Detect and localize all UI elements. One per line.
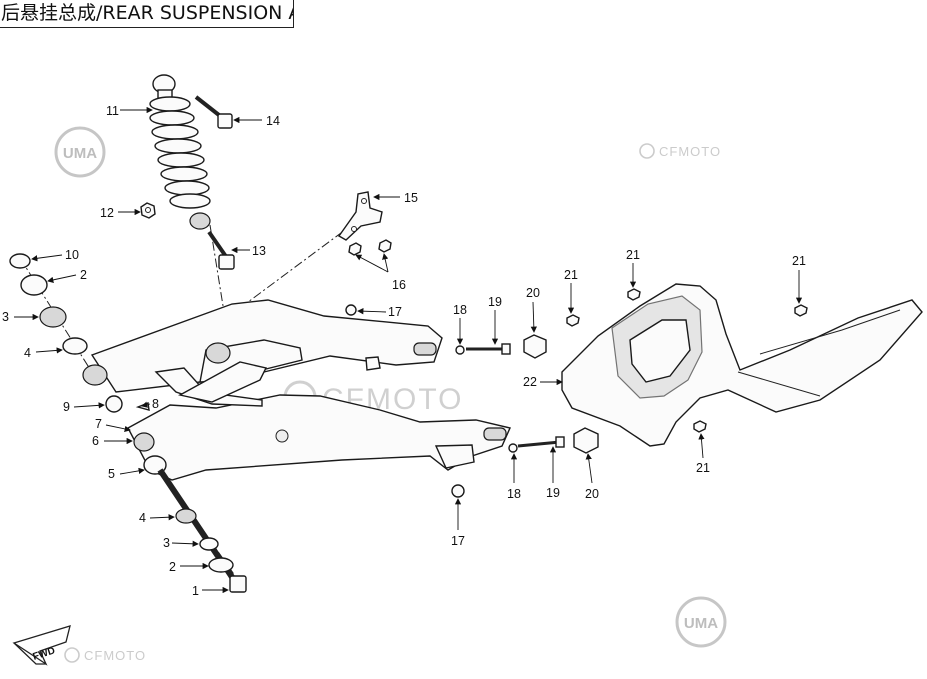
callout-21-a: 21 — [626, 248, 640, 262]
callout-8: 8 — [152, 397, 159, 411]
uma-badge-bottom-right: UMA — [675, 596, 727, 648]
callout-4-upper: 4 — [24, 346, 31, 360]
callout-labels: 11 14 12 13 15 16 17 10 2 3 4 9 7 8 6 5 … — [2, 104, 806, 598]
callout-3-lower: 3 — [163, 536, 170, 550]
adjuster-lower — [508, 427, 599, 454]
bolt-14 — [194, 95, 233, 129]
callout-20-lower: 20 — [585, 487, 599, 501]
cap-17-lower — [451, 484, 465, 498]
callout-2-lower: 2 — [169, 560, 176, 574]
bolt-16-pair — [348, 239, 392, 256]
pivot-stack-upper — [9, 253, 123, 413]
leader-lines — [14, 106, 803, 594]
diagram-title: 后悬挂总成/REAR SUSPENSION ASSY — [0, 0, 294, 28]
callout-21-c: 21 — [792, 254, 806, 268]
callout-19-upper: 19 — [488, 295, 502, 309]
callout-19-lower: 19 — [546, 486, 560, 500]
callout-21-b: 21 — [564, 268, 578, 282]
callout-20-upper: 20 — [526, 286, 540, 300]
callout-17-upper: 17 — [388, 305, 402, 319]
cfmoto-watermark-top-right: CFMOTO — [639, 143, 721, 159]
rear-shock-absorber — [149, 74, 211, 230]
swingarm-lower-body — [127, 361, 511, 481]
screw-21-set — [566, 288, 808, 433]
bracket-15 — [337, 191, 383, 241]
callout-11: 11 — [106, 104, 119, 118]
cfmoto-watermark-text: CFMOTO — [84, 648, 146, 663]
pivot-stack-lower — [133, 432, 247, 593]
callout-4-lower: 4 — [139, 511, 146, 525]
callout-16: 16 — [392, 278, 406, 292]
bolt-13 — [207, 230, 235, 270]
callout-14: 14 — [266, 114, 280, 128]
callout-12: 12 — [100, 206, 114, 220]
uma-badge-text: UMA — [63, 145, 97, 162]
callout-22: 22 — [523, 375, 537, 389]
cfmoto-watermark-bottom-left: CFMOTO — [64, 647, 146, 663]
callout-2-upper: 2 — [80, 268, 87, 282]
callout-18-lower: 18 — [507, 487, 521, 501]
callout-10: 10 — [65, 248, 79, 262]
callout-9: 9 — [63, 400, 70, 414]
callout-6: 6 — [92, 434, 99, 448]
adjuster-upper — [455, 334, 547, 359]
callout-15: 15 — [404, 191, 418, 205]
callout-18-upper: 18 — [453, 303, 467, 317]
fwd-arrow: FWD — [12, 625, 71, 666]
callout-13: 13 — [252, 244, 266, 258]
cap-17-upper — [345, 304, 357, 316]
chain-guard-22 — [561, 283, 923, 447]
callout-17-lower: 17 — [451, 534, 465, 548]
uma-badge-text: UMA — [684, 615, 718, 632]
pin-8 — [135, 402, 150, 411]
uma-badge-top-left: UMA — [54, 126, 106, 178]
nut-12 — [140, 202, 156, 219]
callout-1: 1 — [192, 584, 199, 598]
callout-3-upper: 3 — [2, 310, 9, 324]
callout-7: 7 — [95, 417, 102, 431]
cfmoto-watermark-text: CFMOTO — [659, 144, 721, 159]
callout-21-d: 21 — [696, 461, 710, 475]
callout-5: 5 — [108, 467, 115, 481]
